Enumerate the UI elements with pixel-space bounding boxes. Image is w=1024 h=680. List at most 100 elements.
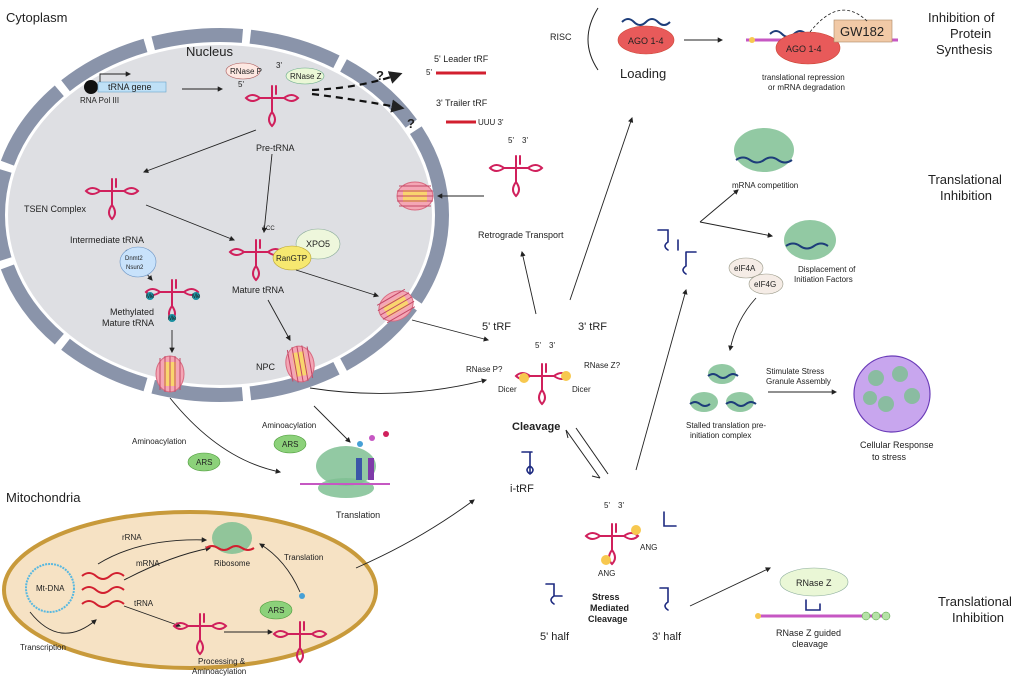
- label-rna-pol-iii: RNA Pol III: [80, 96, 119, 105]
- risc-arc: [587, 7, 599, 71]
- rnase-z-guided-bubble: [779, 567, 849, 597]
- label-5-trf: 5' tRF: [482, 321, 511, 333]
- ribosome-small: [318, 478, 374, 498]
- question-mark-2: ?: [407, 116, 415, 131]
- label-dicer-left: Dicer: [498, 385, 517, 394]
- half-5-icon: [545, 583, 563, 605]
- dicer-right: [561, 371, 571, 381]
- label-rnase-z: RNase Z: [290, 72, 322, 81]
- ago-1: [617, 25, 675, 55]
- label-ago-1: AGO 1-4: [628, 36, 664, 46]
- trna-gene-box: [97, 81, 167, 93]
- label-ars-1: ARS: [196, 458, 212, 467]
- i-trf-icon: [521, 451, 534, 475]
- trna-in-ribosome-2: [368, 458, 374, 480]
- label-mature-trna: Mature tRNA: [232, 285, 284, 295]
- label-repress-2: or mRNA degradation: [768, 83, 845, 92]
- label-stress-five: 5': [604, 501, 610, 510]
- rangtp-bubble: [272, 245, 312, 271]
- eif4a-bubble: [728, 257, 764, 279]
- cap-5: [749, 37, 755, 43]
- nuclear-envelope: [0, 28, 449, 402]
- rna-pol-iii-icon: [84, 80, 98, 94]
- stalled-3: [726, 392, 754, 412]
- label-ang-1: ANG: [640, 543, 657, 552]
- npc-methylated: [155, 355, 185, 393]
- label-me-3: Me: [168, 316, 177, 322]
- ars-bubble-1: [187, 452, 221, 472]
- cleavage-trna-icon: [515, 363, 569, 405]
- label-guided-2: cleavage: [792, 639, 828, 649]
- mito-rna-1: [81, 572, 125, 580]
- label-stress-2: Mediated: [590, 603, 629, 613]
- label-3-trf: 3' tRF: [578, 321, 607, 333]
- mito-rna-2: [81, 586, 125, 594]
- label-npc: NPC: [256, 362, 276, 372]
- eif4g-bubble: [748, 273, 784, 295]
- dicer-left: [519, 373, 529, 383]
- label-mitochondria: Mitochondria: [6, 490, 81, 505]
- label-cleave-five: 5': [535, 341, 541, 350]
- label-inhibit-2: Protein: [950, 26, 991, 41]
- rnase-z-guide-trf: [805, 599, 821, 611]
- half-pair-icon: [663, 511, 677, 527]
- label-rnase-p-q: RNase P?: [466, 365, 503, 374]
- ribosome-disp: [784, 220, 836, 260]
- label-rnase-z-guided: RNase Z: [796, 578, 832, 588]
- label-leader-trf: 5' Leader tRF: [434, 54, 489, 64]
- label-pre-trna: Pre-tRNA: [256, 143, 295, 153]
- label-trailer-uuu: UUU 3': [478, 118, 504, 127]
- stalled-2: [690, 392, 718, 412]
- label-translation: Translation: [336, 510, 380, 520]
- stalled-1: [708, 364, 736, 384]
- label-nucleus: Nucleus: [186, 44, 233, 59]
- label-cleavage: Cleavage: [512, 421, 560, 433]
- trf-pair-2: [677, 239, 697, 275]
- mito-ribosome: [212, 522, 252, 554]
- label-ang-2: ANG: [598, 569, 615, 578]
- label-stress-three: 3': [618, 501, 624, 510]
- label-ti-2: Inhibition: [940, 188, 992, 203]
- label-trailer-trf: 3' Trailer tRF: [436, 98, 488, 108]
- rnase-z-bubble: [285, 67, 325, 85]
- label-pre-five: 5': [238, 80, 244, 89]
- label-rrna: rRNA: [122, 533, 142, 542]
- mito-ribosome-mrna: [205, 545, 255, 551]
- label-loading: Loading: [620, 66, 666, 81]
- risc-trf: [621, 18, 671, 26]
- label-eif4a: eIF4A: [734, 264, 756, 273]
- label-half-5: 5' half: [540, 631, 570, 643]
- label-displace-1: Displacement of: [798, 265, 856, 274]
- half-3-icon: [659, 587, 669, 611]
- label-inhibit-3: Synthesis: [936, 42, 993, 57]
- rnase-p-bubble: [225, 62, 261, 80]
- equilibrium-arrow-1: [565, 429, 601, 479]
- label-ars-2: ARS: [282, 440, 298, 449]
- label-rangtp: RanGTP: [276, 254, 307, 263]
- label-ribosome: Ribosome: [214, 559, 251, 568]
- mito-aa: [299, 593, 305, 599]
- label-acc: ACC: [262, 226, 275, 232]
- gw182-box: [833, 19, 893, 43]
- label-displace-2: Initiation Factors: [794, 275, 853, 284]
- label-stress-1: Stress: [592, 592, 620, 602]
- label-nsun2: Nsun2: [126, 265, 144, 271]
- trna-in-ribosome-1: [356, 458, 362, 480]
- label-trna-gene: tRNA gene: [108, 82, 152, 92]
- label-mrna-mito: mRNA: [136, 559, 160, 568]
- label-stall-2: initiation complex: [690, 431, 751, 440]
- label-tsen: TSEN Complex: [24, 204, 87, 214]
- label-inhibit-1: Inhibition of: [928, 10, 995, 25]
- amino-acid-2: [369, 435, 375, 441]
- label-stress-3: Cleavage: [588, 614, 628, 624]
- ang-1: [631, 525, 641, 535]
- dnmt2-nsun2-bubble: [119, 246, 157, 278]
- label-ago-2: AGO 1-4: [786, 44, 822, 54]
- label-processing-1: Processing &: [198, 657, 246, 666]
- ars-bubble-2: [273, 434, 307, 454]
- label-rnase-p: RNase P: [230, 67, 262, 76]
- me-marker-2: [192, 292, 200, 300]
- label-ars-mito: ARS: [268, 606, 284, 615]
- label-aminoacylation-2: Aminoacylation: [262, 421, 316, 430]
